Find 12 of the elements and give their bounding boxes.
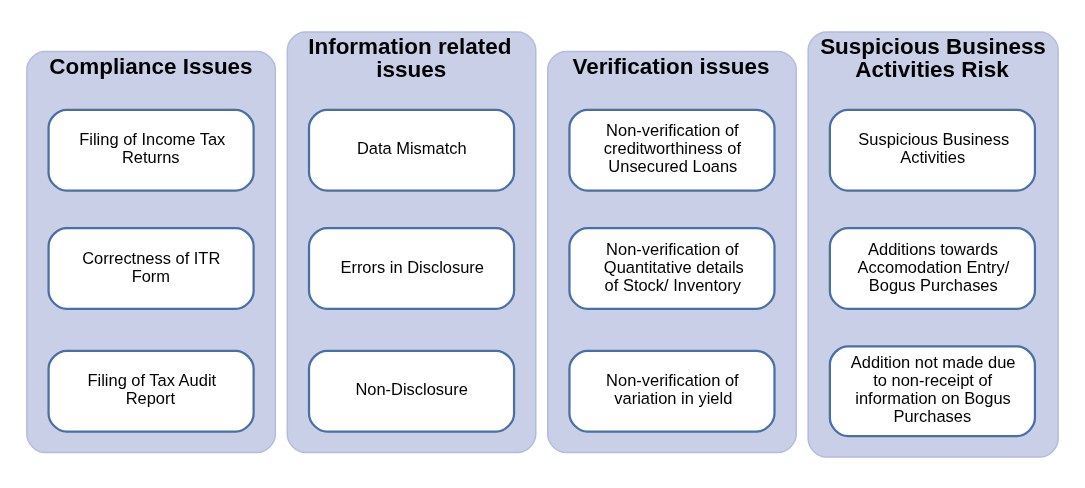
node-box: Filing of Income Tax Returns (47, 108, 255, 192)
node-box: Non-verification of creditworthiness of Unsecured Loans (568, 108, 776, 192)
node-box: Non-verification of variation in yield (568, 349, 776, 433)
node-box: Non-Disclosure (307, 349, 516, 433)
node-box: Additions towards Accomodation Entry/ Bogus Purchases (828, 226, 1037, 310)
node-box: Suspicious Business Activities (828, 108, 1037, 192)
node-box: Non-verification of Quantitative details of Stock/ Inventory (568, 226, 776, 310)
node-box: Data Mismatch (307, 108, 516, 192)
node-box: Addition not made due to non-receipt of information on Bogus Purchases (828, 344, 1037, 437)
node-box: Errors in Disclosure (307, 226, 516, 310)
node-box: Correctness of ITR Form (47, 226, 255, 310)
node-box: Filing of Tax Audit Report (47, 349, 255, 433)
